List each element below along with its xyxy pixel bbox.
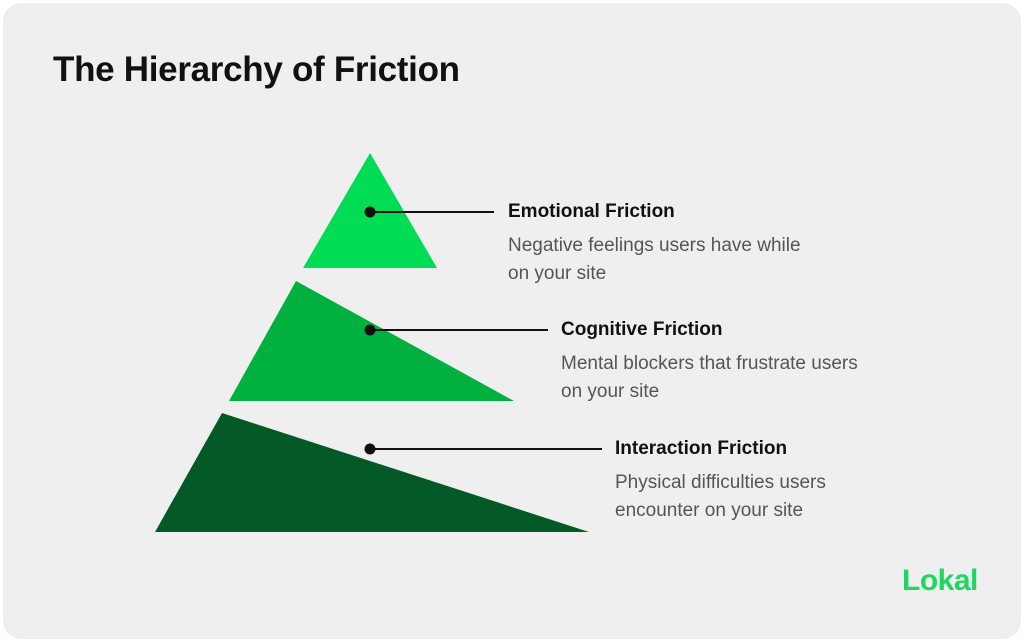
level-label-cognitive: Cognitive Friction Mental blockers that … [561, 318, 861, 406]
pyramid-tier-cognitive [229, 281, 514, 401]
lokal-logo: Lokal [902, 564, 978, 597]
level-label-interaction: Interaction Friction Physical difficulti… [615, 437, 915, 525]
level-description-interaction: Physical difficulties users encounter on… [615, 472, 826, 521]
connector-dot-emotional [364, 206, 376, 218]
level-name-interaction: Interaction Friction [615, 438, 788, 459]
level-description-emotional: Negative feelings users have while on yo… [508, 235, 801, 284]
connector-dot-interaction [364, 443, 376, 455]
level-name-emotional: Emotional Friction [508, 201, 675, 222]
page-title: The Hierarchy of Friction [53, 50, 460, 89]
connector-dot-cognitive [364, 324, 376, 336]
infographic-card [3, 3, 1021, 639]
level-name-cognitive: Cognitive Friction [561, 319, 723, 340]
level-label-emotional: Emotional Friction Negative feelings use… [508, 200, 808, 288]
pyramid-tier-interaction [155, 413, 589, 532]
level-description-cognitive: Mental blockers that frustrate users on … [561, 353, 858, 402]
